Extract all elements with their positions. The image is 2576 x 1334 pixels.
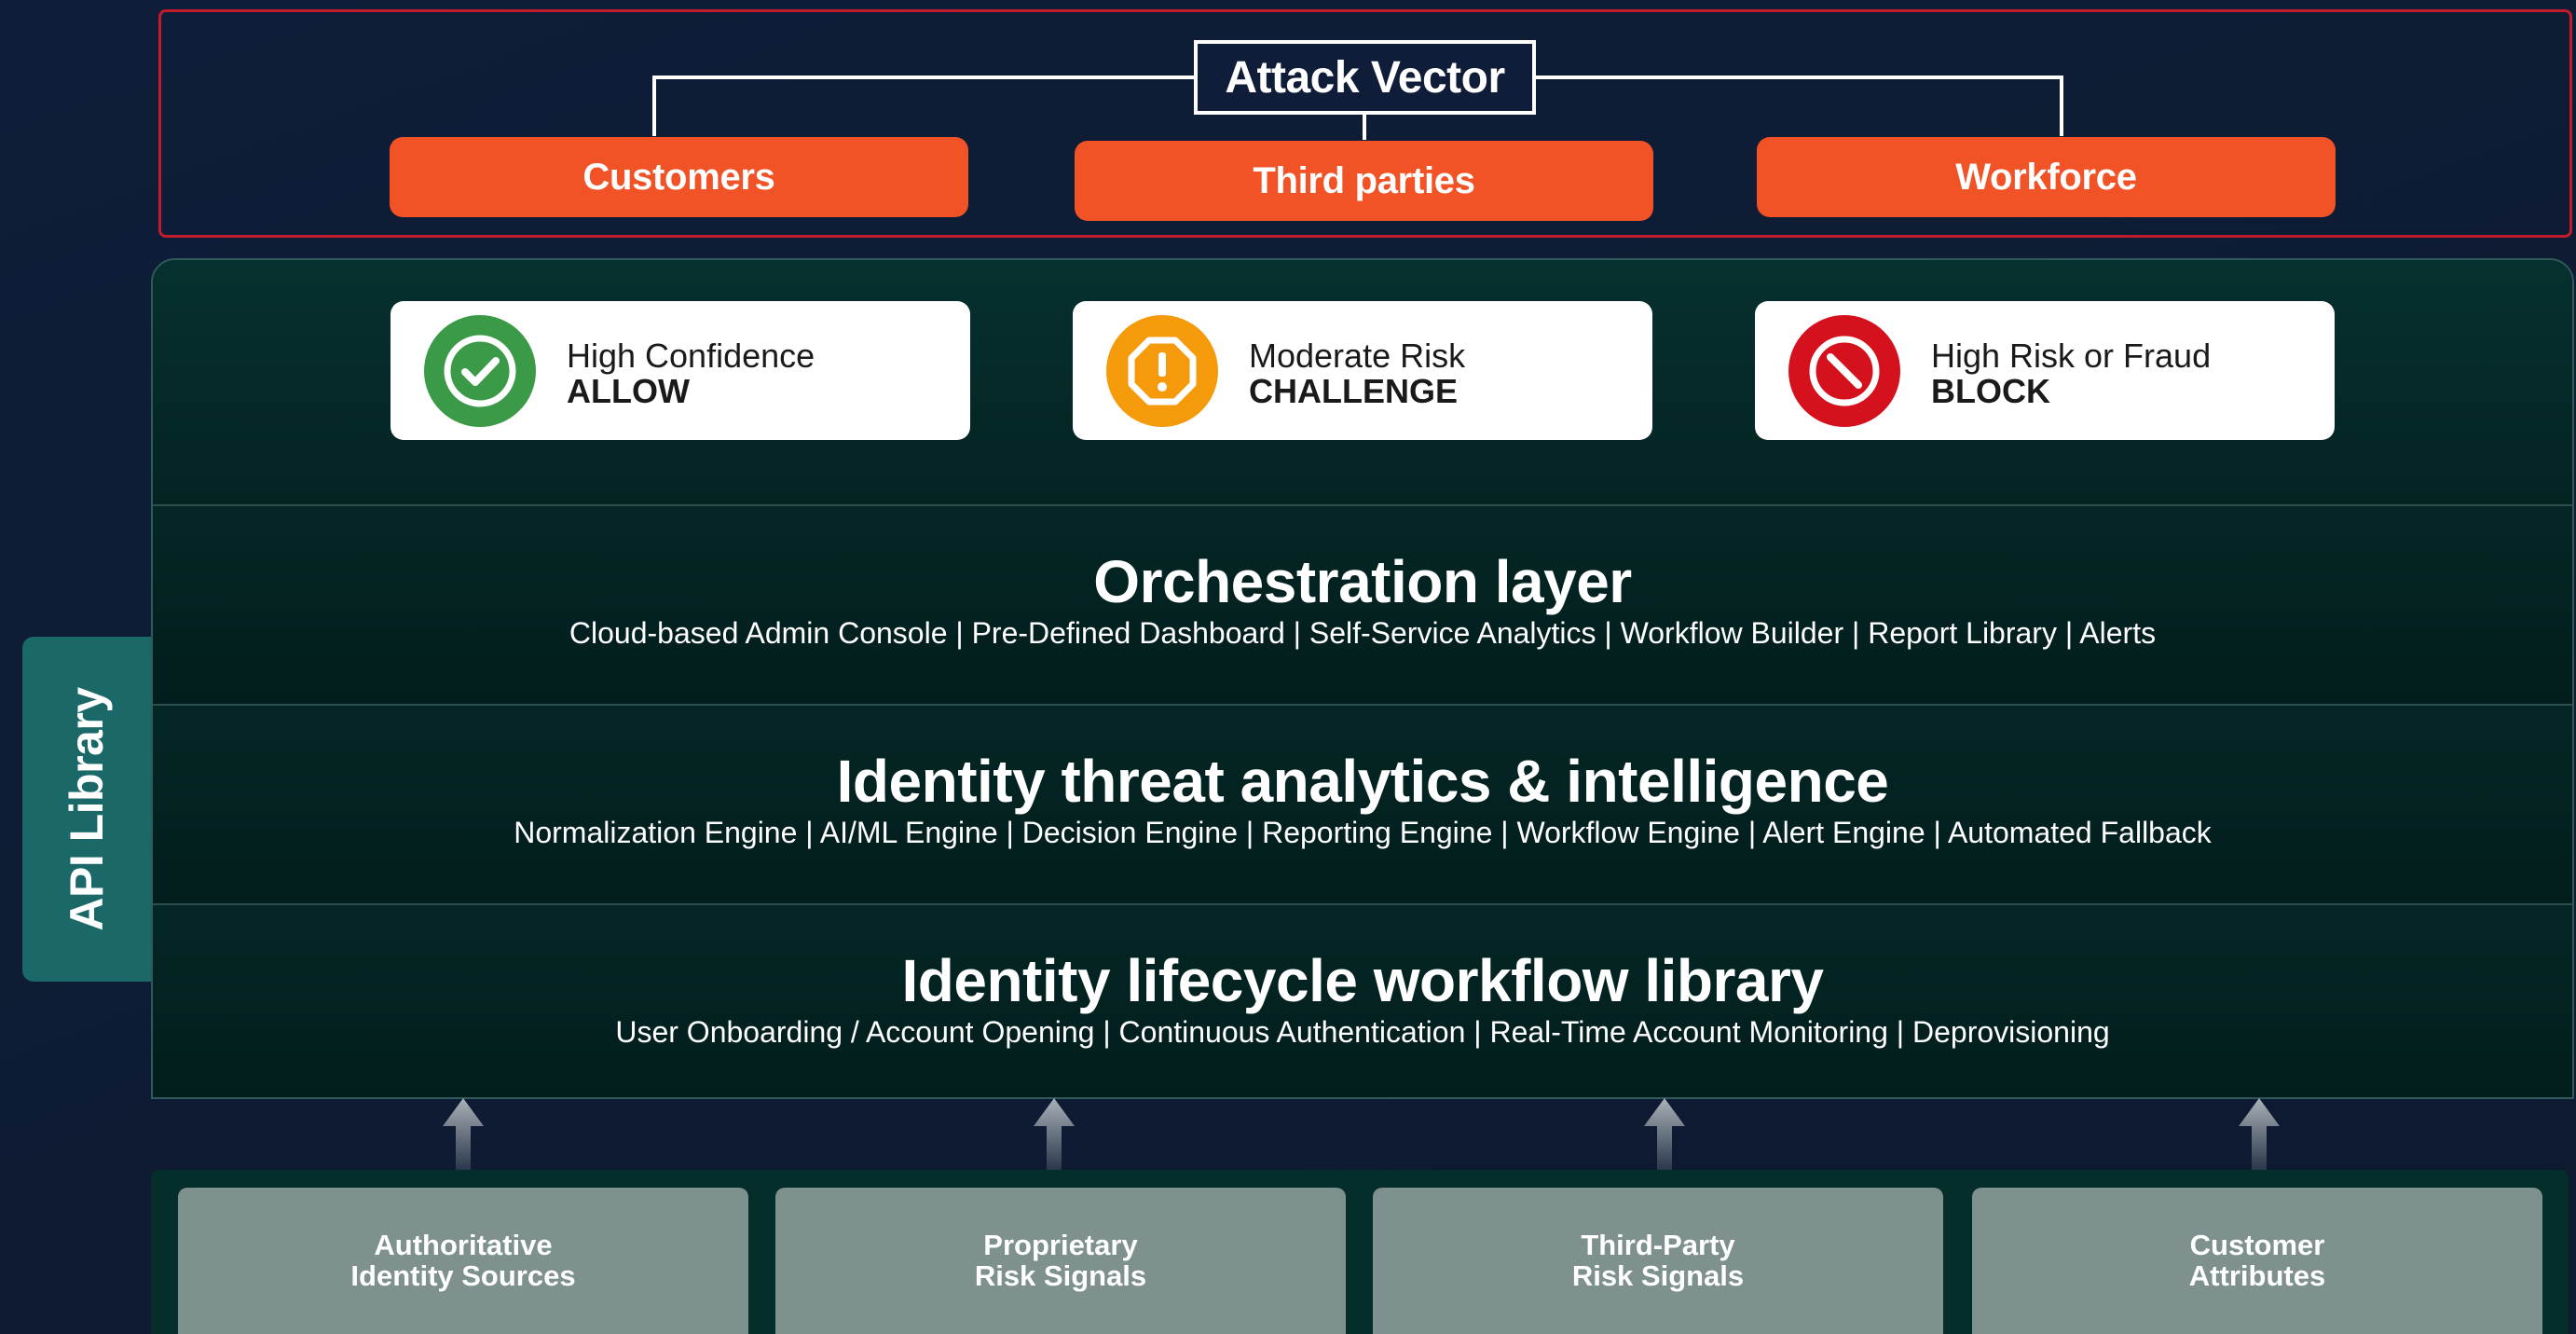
layer-features: User Onboarding / Account Opening | Cont… [615,1015,2110,1049]
lifecycle-workflow-layer: Identity lifecycle workflow library User… [153,903,2572,1097]
layer-title: Orchestration layer [1093,548,1632,615]
up-arrow-icon [443,1098,484,1173]
decision-card-block: High Risk or Fraud BLOCK [1755,301,2335,440]
api-library-label: API Library [61,687,113,931]
attack-vector-frame [158,9,2572,238]
source-label: Customer Attributes [2188,1228,2326,1292]
source-label: Third-Party Risk Signals [1571,1228,1745,1292]
source-label: Authoritative Identity Sources [350,1228,576,1292]
check-icon [424,315,536,427]
platform-stack: High Confidence ALLOW Moderate Risk CHAL… [151,258,2574,1099]
up-arrow-icon [1644,1098,1685,1173]
attack-vector-title: Attack Vector [1194,40,1536,115]
decision-action: CHALLENGE [1249,372,1458,410]
decision-level: Moderate Risk [1249,337,1466,375]
layer-features: Cloud-based Admin Console | Pre-Defined … [569,616,2157,650]
vector-third-parties: Third parties [1075,141,1653,221]
orchestration-layer: Orchestration layer Cloud-based Admin Co… [153,504,2572,704]
decision-card-challenge: Moderate Risk CHALLENGE [1073,301,1652,440]
up-arrow-icon [2239,1098,2280,1173]
decision-action: BLOCK [1931,372,2050,410]
block-icon [1788,315,1900,427]
decision-card-allow: High Confidence ALLOW [391,301,970,440]
source-third-party-risk: Third-Party Risk Signals [1373,1188,1943,1334]
layer-features: Normalization Engine | AI/ML Engine | De… [514,816,2212,849]
api-library-tab: API Library [22,637,151,982]
source-label: Proprietary Risk Signals [974,1228,1147,1292]
threat-analytics-layer: Identity threat analytics & intelligence… [153,704,2572,903]
vector-workforce: Workforce [1757,137,2336,217]
layer-title: Identity lifecycle workflow library [901,947,1824,1014]
source-authoritative-identity: Authoritative Identity Sources [178,1188,748,1334]
source-proprietary-risk: Proprietary Risk Signals [775,1188,1346,1334]
layer-title: Identity threat analytics & intelligence [836,748,1889,815]
source-customer-attributes: Customer Attributes [1972,1188,2542,1334]
decision-action: ALLOW [567,372,690,410]
decision-level: High Risk or Fraud [1931,337,2212,375]
up-arrow-icon [1034,1098,1075,1173]
decision-level: High Confidence [567,337,815,375]
vector-customers: Customers [390,137,968,217]
warning-icon [1106,315,1218,427]
decision-band: High Confidence ALLOW Moderate Risk CHAL… [153,260,2572,504]
